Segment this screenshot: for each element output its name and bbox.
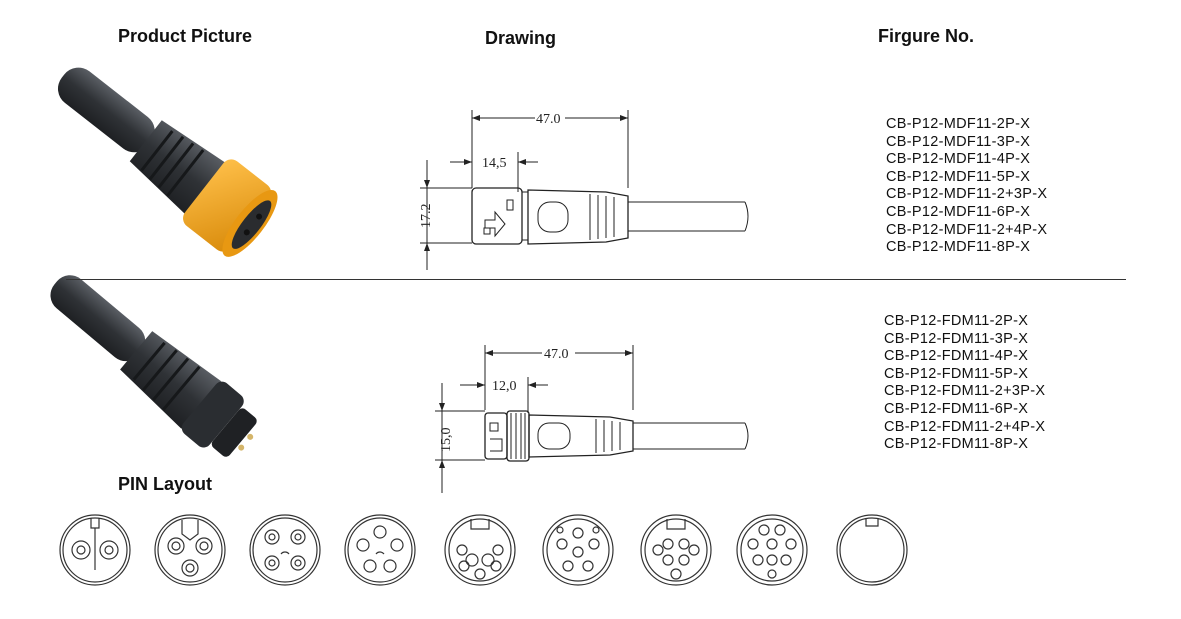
model-number: CB-P12-FDM11-6P-X (884, 400, 1029, 417)
pin-layouts (59, 514, 908, 586)
model-number: CB-P12-FDM11-4P-X (884, 348, 1029, 365)
model-number: CB-P12-MDF11-5P-X (886, 168, 1031, 185)
female-head-dim: 14,5 (482, 156, 507, 171)
pin-layout-4p (249, 514, 321, 586)
model-number: CB-P12-FDM11-5P-X (884, 365, 1029, 382)
male-drawing: 47.0 12,0 15,0 (435, 345, 749, 493)
product-picture-header: Product Picture (118, 26, 253, 46)
figure-no-header: Firgure No. (878, 26, 975, 46)
model-number: CB-P12-MDF11-6P-X (886, 203, 1031, 220)
model-number: CB-P12-FDM11-8P-X (884, 436, 1029, 453)
male-length-dim: 47.0 (544, 347, 569, 362)
female-drawing: 47.0 14,5 17.2 (419, 110, 749, 270)
female-length-dim: 47.0 (536, 112, 561, 127)
model-number: CB-P12-MDF11-2+4P-X (886, 221, 1048, 238)
female-diameter-dim: 17.2 (419, 204, 434, 229)
model-number: CB-P12-FDM11-2+3P-X (884, 383, 1046, 400)
model-number: CB-P12-MDF11-2P-X (886, 116, 1031, 132)
model-number: CB-P12-FDM11-2+4P-X (884, 418, 1046, 435)
male-diameter-dim: 15,0 (439, 428, 454, 453)
pin-layout-8p (736, 514, 808, 586)
drawing-header: Drawing (485, 28, 557, 48)
pin-layout-5p (344, 514, 416, 586)
female-model-list: CB-P12-MDF11-2P-X CB-P12-MDF11-3P-X CB-P… (886, 116, 1047, 257)
pin-layout-2p (59, 514, 131, 586)
pin-layout-2-3p (444, 514, 516, 586)
pin-layout-2-4p (640, 514, 712, 586)
model-number: CB-P12-MDF11-8P-X (886, 239, 1031, 256)
model-number: CB-P12-FDM11-2P-X (884, 313, 1029, 329)
model-number: CB-P12-MDF11-2+3P-X (886, 186, 1048, 203)
model-number: CB-P12-MDF11-4P-X (886, 151, 1031, 168)
pin-layout-header: PIN Layout (118, 474, 213, 494)
section-divider (66, 279, 1126, 280)
model-number: CB-P12-MDF11-3P-X (886, 133, 1031, 150)
male-head-dim: 12,0 (492, 379, 517, 394)
male-model-list: CB-P12-FDM11-2P-X CB-P12-FDM11-3P-X CB-P… (884, 313, 1045, 454)
model-number: CB-P12-FDM11-3P-X (884, 330, 1029, 347)
female-connector-photo (57, 67, 278, 257)
pin-layout-blank (836, 514, 908, 586)
male-connector-photo (50, 275, 257, 457)
pin-layout-3p (154, 514, 226, 586)
pin-layout-6p (542, 514, 614, 586)
